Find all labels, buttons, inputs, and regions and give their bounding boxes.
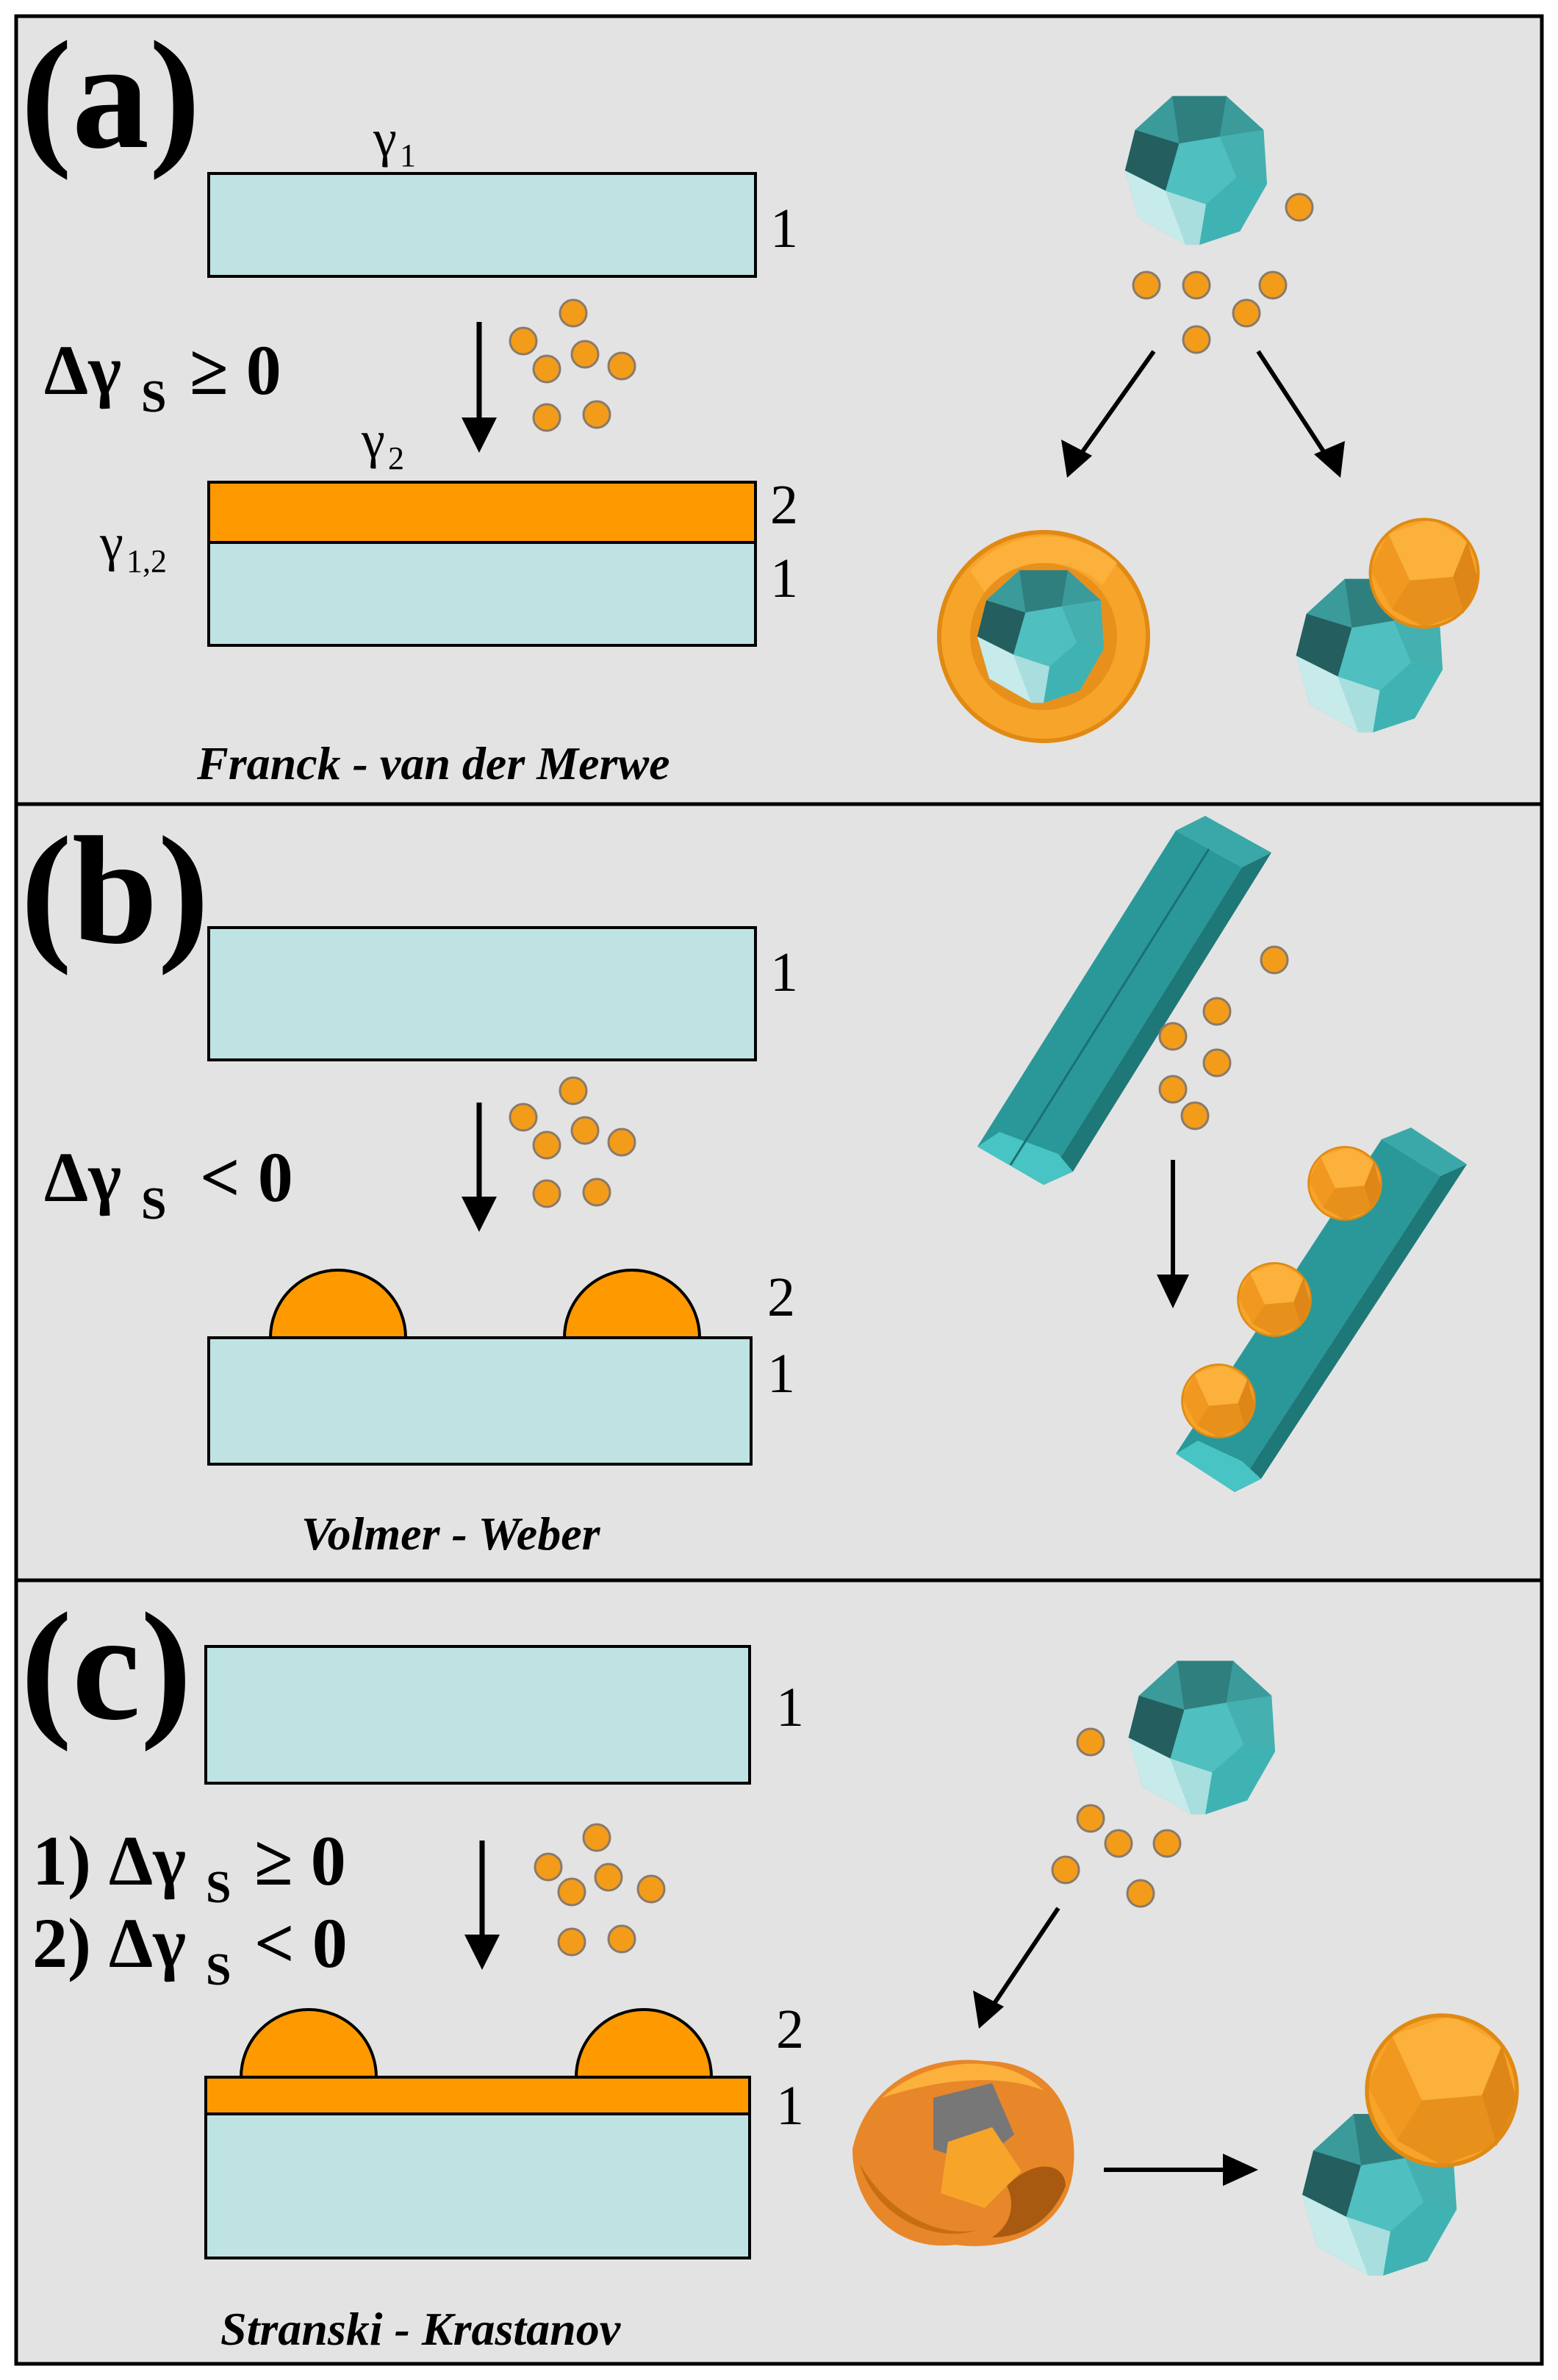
condition-label: Δγ S < 0 <box>44 1138 293 1229</box>
panel-b-label: (b) <box>21 806 209 976</box>
panel-b: (b) 1 Δγ S < 0 2 1 Volm <box>14 802 1544 1583</box>
nanorod-decorated <box>1176 1128 1467 1492</box>
condition-1-label: 1) Δγ S ≥ 0 <box>32 1821 346 1913</box>
substrate-bottom <box>207 541 757 647</box>
substrate-bottom-number: 1 <box>770 548 798 609</box>
svg-text:Δγ: Δγ <box>109 1904 186 1982</box>
island-right <box>574 2008 714 2079</box>
svg-text:Δγ: Δγ <box>109 1821 186 1900</box>
island-left <box>239 2008 378 2079</box>
condition-2-label: 2) Δγ S < 0 <box>32 1904 348 1995</box>
svg-text:1,2: 1,2 <box>126 543 167 579</box>
substrate-top-number: 1 <box>770 942 798 1003</box>
substrate-top <box>207 926 757 1061</box>
svg-text:2): 2) <box>32 1904 91 1982</box>
gamma-12-label: γ 1,2 <box>99 513 167 579</box>
svg-text:S: S <box>141 372 166 422</box>
island-right <box>562 1269 702 1339</box>
substrate-top-number: 1 <box>770 198 798 259</box>
down-arrow-right <box>1157 1160 1189 1308</box>
svg-text:Δγ: Δγ <box>44 1138 121 1216</box>
panel-c: (c) 1 1) Δγ S ≥ 0 2) Δγ S < 0 <box>14 1578 1544 2366</box>
svg-text:≥ 0: ≥ 0 <box>254 1821 346 1900</box>
svg-text:< 0: < 0 <box>254 1904 348 1982</box>
film-layer <box>207 481 757 544</box>
growth-mode-caption: Stranski - Krastanov <box>220 2303 621 2355</box>
svg-text:2: 2 <box>388 440 404 476</box>
wetting-layer <box>204 2076 751 2115</box>
deposition-arrow <box>462 322 497 453</box>
shell-fragment-particle <box>852 2060 1074 2246</box>
panel-c-label: (c) <box>21 1582 192 1752</box>
panel-a-label: (a) <box>21 10 201 181</box>
svg-text:S: S <box>141 1179 166 1229</box>
svg-text:1: 1 <box>400 137 416 173</box>
split-arrows <box>1061 350 1345 478</box>
diagonal-arrow <box>973 1907 1060 2029</box>
panel-a-background <box>14 14 1544 806</box>
svg-text:γ: γ <box>99 513 123 572</box>
svg-text:1): 1) <box>32 1821 91 1900</box>
island-left <box>268 1269 408 1339</box>
growth-mode-caption: Volmer - Weber <box>301 1508 601 1560</box>
growth-mode-caption: Franck - van der Merwe <box>196 737 670 789</box>
gamma-2-label: γ 2 <box>361 410 404 476</box>
film-number: 2 <box>770 474 798 536</box>
gamma-1-label: γ 1 <box>373 109 416 173</box>
svg-text:γ: γ <box>361 410 385 469</box>
svg-text:Δγ: Δγ <box>44 331 121 409</box>
right-arrow <box>1104 2154 1258 2186</box>
svg-text:≥ 0: ≥ 0 <box>190 331 281 409</box>
nanorod-bare <box>977 816 1271 1185</box>
islands-number: 2 <box>776 1999 804 2060</box>
core-shell-particle <box>937 530 1150 743</box>
islands-number: 2 <box>767 1266 795 1328</box>
substrate-top <box>204 1645 751 1785</box>
deposition-arrow <box>464 1840 500 1970</box>
panel-a: (a) γ 1 1 Δγ S ≥ 0 <box>14 10 1544 806</box>
svg-text:< 0: < 0 <box>200 1138 293 1216</box>
wetting-layer-number: 1 <box>776 2075 804 2137</box>
substrate-top-number: 1 <box>776 1677 804 1738</box>
condition-label: Δγ S ≥ 0 <box>44 331 281 422</box>
deposition-arrow <box>462 1103 497 1232</box>
substrate-top <box>207 172 757 278</box>
substrate-bottom <box>207 1336 753 1466</box>
substrate-bottom-number: 1 <box>767 1343 795 1405</box>
svg-text:γ: γ <box>373 109 397 168</box>
substrate-bottom <box>204 2112 751 2259</box>
svg-text:S: S <box>206 1863 231 1913</box>
svg-text:S: S <box>206 1945 231 1995</box>
